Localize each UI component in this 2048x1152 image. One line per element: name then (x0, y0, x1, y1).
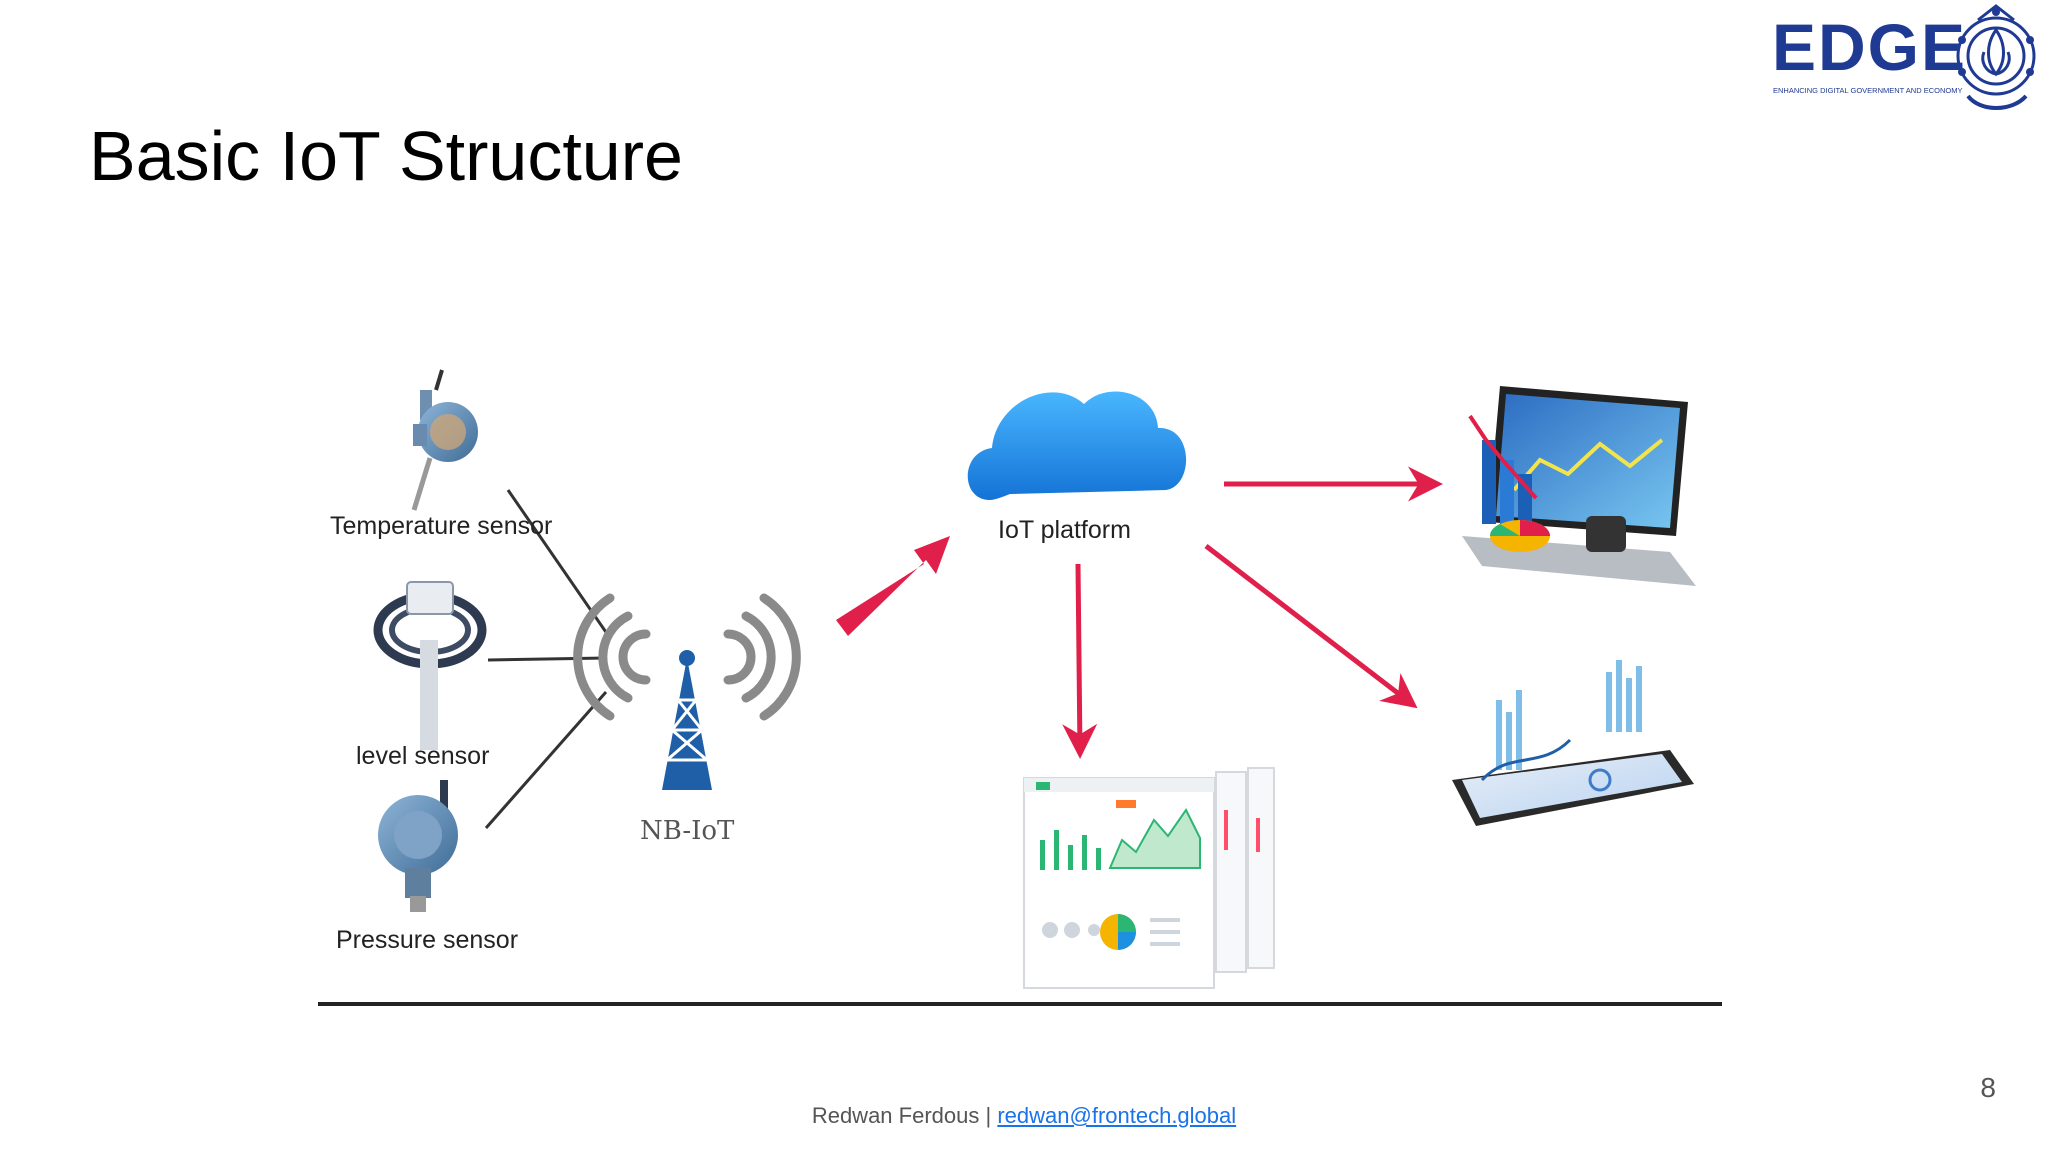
edge-tagline: ENHANCING DIGITAL GOVERNMENT AND ECONOMY (1773, 86, 1963, 95)
cell-tower-icon (573, 593, 801, 790)
temperature-sensor-icon (411, 369, 478, 511)
mobile-analytics-icon (1452, 660, 1694, 826)
edge-logo: EDGE ENHANCING DIGITAL GOVERNMENT AND EC… (1768, 0, 2048, 120)
slide-title: Basic IoT Structure (89, 117, 683, 195)
university-seal-icon (1956, 4, 2036, 110)
footer: Redwan Ferdous | redwan@frontech.global (0, 1103, 2048, 1129)
level-sensor-label: level sensor (356, 742, 490, 770)
pressure-sensor-icon (378, 780, 458, 912)
pressure-sensor-label: Pressure sensor (336, 926, 519, 954)
footer-separator: | (985, 1103, 992, 1128)
edge-wordmark: EDGE (1772, 10, 1968, 84)
cloud-icon (967, 391, 1187, 500)
temperature-sensor-label: Temperature sensor (330, 512, 553, 540)
nb-iot-label: NB-IoT (640, 816, 735, 846)
laptop-analytics-icon (1462, 386, 1696, 586)
diagram-canvas (318, 369, 1722, 1006)
level-sensor-icon (373, 581, 487, 750)
arrow-to-dashboard (1062, 563, 1098, 759)
page-number: 8 (1980, 1072, 1996, 1103)
dashboard-panel-icon (1023, 767, 1275, 989)
arrow-to-mobile (1204, 544, 1418, 709)
footer-email-link[interactable]: redwan@frontech.global (997, 1103, 1237, 1128)
iot-platform-label: IoT platform (998, 516, 1131, 544)
iot-structure-diagram: Temperature sensor level sensor Pressure… (310, 340, 1730, 1020)
uplink-arrow (836, 536, 950, 636)
footer-author: Redwan Ferdous (811, 1103, 980, 1128)
